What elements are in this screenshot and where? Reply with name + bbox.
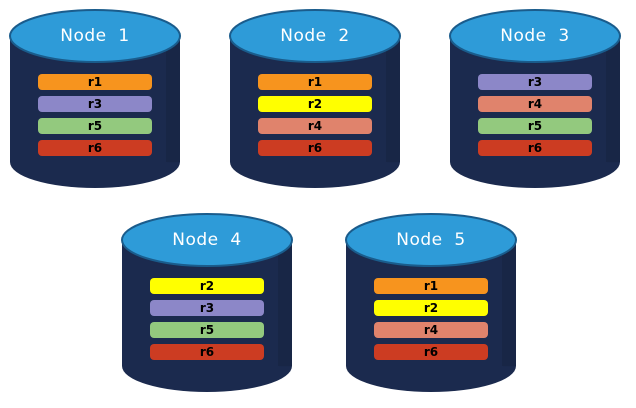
cylinder-top	[121, 213, 293, 267]
cylinder-shading	[278, 240, 292, 367]
replica-list: r3 r4 r5 r6	[448, 74, 622, 156]
replica-bar[interactable]: r4	[478, 96, 592, 112]
replica-bar[interactable]: r3	[478, 74, 592, 90]
cylinder-top	[229, 9, 401, 63]
replica-bar[interactable]: r2	[258, 96, 372, 112]
replica-bar[interactable]: r5	[150, 322, 264, 338]
replica-bar[interactable]: r1	[374, 278, 488, 294]
replica-bar[interactable]: r2	[150, 278, 264, 294]
replica-bar[interactable]: r1	[258, 74, 372, 90]
replica-bar[interactable]: r5	[478, 118, 592, 134]
replica-list: r2 r3 r5 r6	[120, 278, 294, 360]
replica-bar[interactable]: r6	[374, 344, 488, 360]
cylinder-shading	[166, 36, 180, 163]
cylinder-shading	[386, 36, 400, 163]
replica-bar[interactable]: r3	[150, 300, 264, 316]
replica-bar[interactable]: r4	[374, 322, 488, 338]
replica-list: r1 r3 r5 r6	[8, 74, 182, 156]
cylinder-shading	[606, 36, 620, 163]
replica-bar[interactable]: r6	[258, 140, 372, 156]
cylinder-shading	[502, 240, 516, 367]
replica-bar[interactable]: r1	[38, 74, 152, 90]
replica-bar[interactable]: r3	[38, 96, 152, 112]
replica-list: r1 r2 r4 r6	[344, 278, 518, 360]
replica-bar[interactable]: r4	[258, 118, 372, 134]
replica-bar[interactable]: r5	[38, 118, 152, 134]
replica-list: r1 r2 r4 r6	[228, 74, 402, 156]
replica-bar[interactable]: r6	[478, 140, 592, 156]
replica-bar[interactable]: r6	[38, 140, 152, 156]
replica-bar[interactable]: r2	[374, 300, 488, 316]
cylinder-top	[345, 213, 517, 267]
replica-bar[interactable]: r6	[150, 344, 264, 360]
cylinder-top	[449, 9, 621, 63]
cylinder-top	[9, 9, 181, 63]
